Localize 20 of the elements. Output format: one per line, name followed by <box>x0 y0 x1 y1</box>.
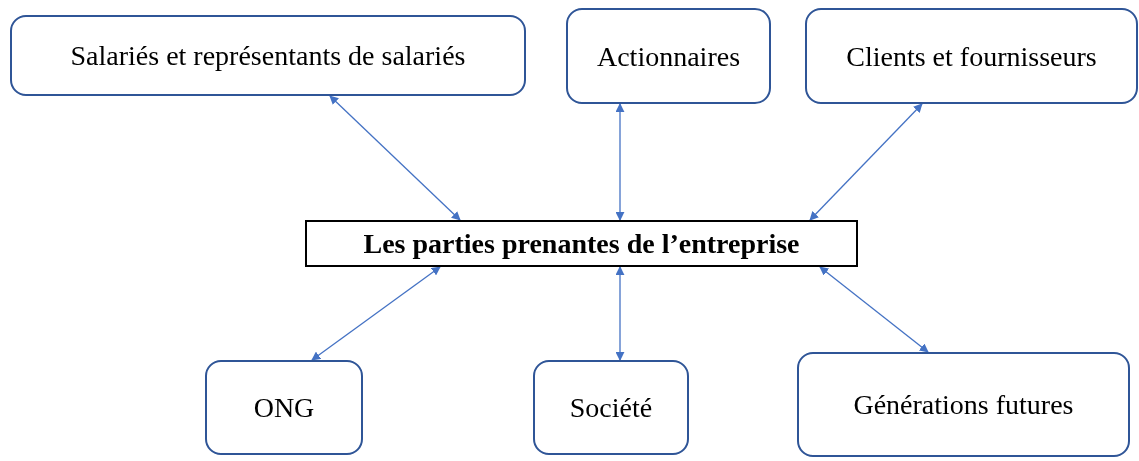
double-arrow <box>809 103 923 221</box>
stakeholder-box <box>566 8 771 104</box>
node-label: ONG <box>253 391 315 425</box>
double-arrow <box>329 95 461 221</box>
double-arrow <box>615 266 625 361</box>
node-label: Clients et fournisseurs <box>846 39 1097 74</box>
node-label: Actionnaires <box>596 39 741 74</box>
double-arrow <box>615 103 625 221</box>
node-label: Les parties prenantes de l’entreprise <box>363 227 800 261</box>
stakeholder-box <box>533 360 689 455</box>
title-box <box>305 220 858 267</box>
stakeholder-box <box>797 352 1130 457</box>
node-label: Générations futures <box>853 388 1074 422</box>
stakeholder-box <box>10 15 526 96</box>
node-label: Salariés et représentants de salariés <box>70 39 466 73</box>
double-arrow <box>311 266 441 361</box>
double-arrow <box>819 266 929 353</box>
stakeholder-box <box>805 8 1138 104</box>
stakeholder-box <box>205 360 363 455</box>
node-label: Société <box>569 391 653 425</box>
